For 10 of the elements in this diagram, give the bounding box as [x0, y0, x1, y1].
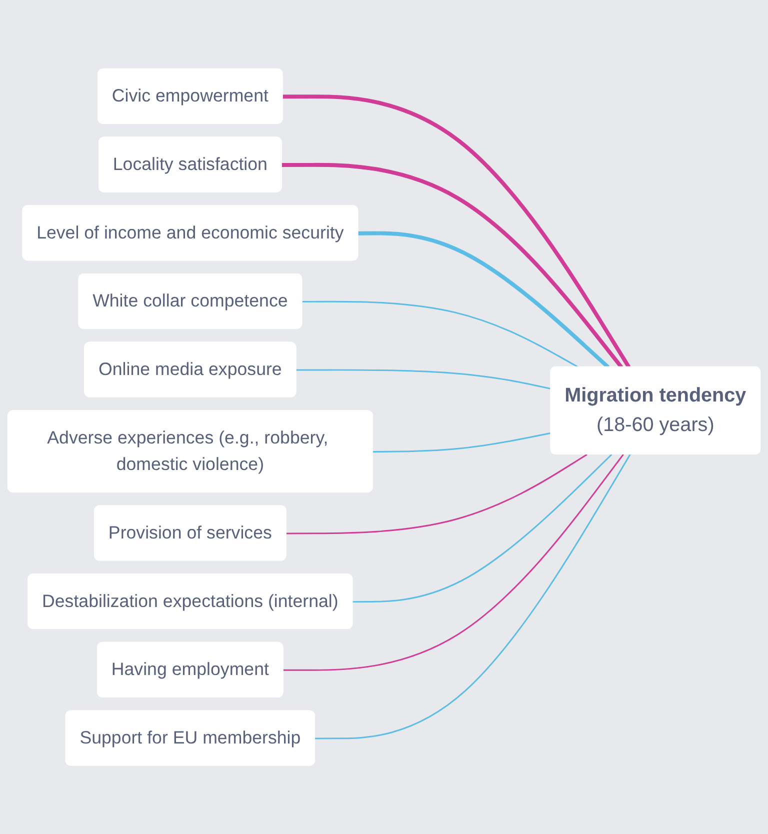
connector [352, 454, 612, 602]
connector [302, 300, 579, 368]
connector [372, 432, 552, 452]
connector [282, 162, 624, 368]
connector [296, 369, 552, 390]
connector [282, 94, 631, 368]
connector [315, 454, 631, 740]
connector [283, 454, 624, 671]
connector [358, 231, 610, 369]
connector [286, 454, 588, 534]
